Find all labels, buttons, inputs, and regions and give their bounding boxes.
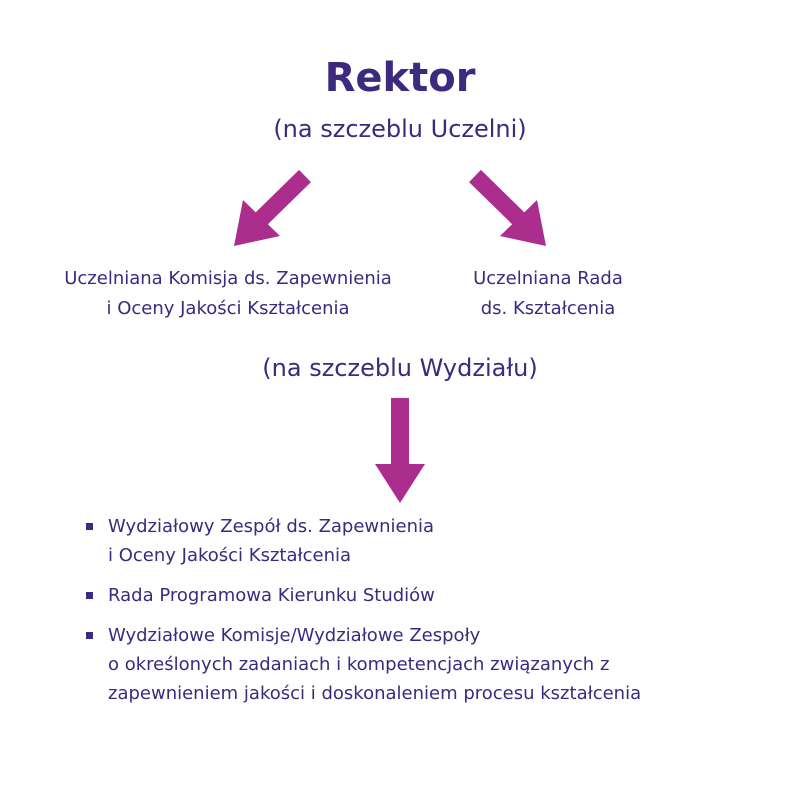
- commission-line-1: Uczelniana Komisja ds. Zapewnienia: [64, 268, 392, 289]
- diagram-title: Rektor: [324, 55, 476, 101]
- list-item-line: Wydziałowy Zespół ds. Zapewnienia: [108, 516, 435, 537]
- list-item-line: Wydziałowe Komisje/Wydziałowe Zespoły: [108, 625, 481, 646]
- university-level-subtitle: (na szczeblu Uczelni): [273, 115, 527, 143]
- faculty-level-subtitle: (na szczeblu Wydziału): [262, 354, 538, 382]
- arrow-down-icon: [375, 398, 425, 503]
- list-item: Rada Programowa Kierunku Studiów: [86, 581, 776, 610]
- list-item-line: i Oceny Jakości Kształcenia: [108, 545, 352, 566]
- list-item-line: o określonych zadaniach i kompetencjach …: [108, 654, 610, 675]
- list-item-line: zapewnieniem jakości i doskonaleniem pro…: [108, 683, 642, 704]
- university-education-council: Uczelniana Rada ds. Kształcenia: [440, 264, 656, 324]
- list-item-line: Rada Programowa Kierunku Studiów: [108, 585, 435, 606]
- university-quality-commission: Uczelniana Komisja ds. Zapewnienia i Oce…: [30, 264, 426, 324]
- square-bullet-icon: [86, 632, 93, 639]
- council-line-1: Uczelniana Rada: [473, 268, 623, 289]
- faculty-bodies-list: Wydziałowy Zespół ds. Zapewnienia i Ocen…: [86, 512, 776, 719]
- square-bullet-icon: [86, 592, 93, 599]
- council-line-2: ds. Kształcenia: [480, 298, 616, 319]
- square-bullet-icon: [86, 523, 93, 530]
- arrow-down-left-icon: [234, 169, 311, 246]
- arrow-down-right-icon: [469, 169, 546, 246]
- list-item: Wydziałowy Zespół ds. Zapewnienia i Ocen…: [86, 512, 776, 570]
- commission-line-2: i Oceny Jakości Kształcenia: [106, 298, 350, 319]
- list-item: Wydziałowe Komisje/Wydziałowe Zespoły o …: [86, 621, 776, 708]
